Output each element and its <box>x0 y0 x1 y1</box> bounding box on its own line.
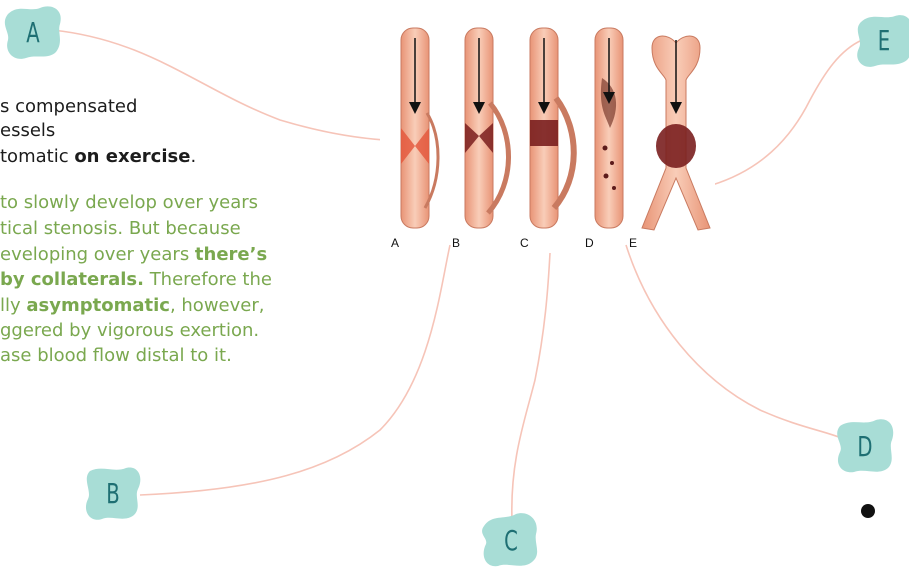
panel-label-b: B <box>452 236 460 250</box>
green-line-4: by collaterals. Therefore the <box>0 267 272 292</box>
panel-label-d: D <box>585 236 594 250</box>
marker-e-label: E <box>858 10 909 70</box>
marker-d[interactable]: D <box>832 416 898 476</box>
text-line-1: s compensated <box>0 94 137 119</box>
text-line-3: tomatic on exercise. <box>0 144 196 169</box>
vessel-stenosis-figure: A B C D E <box>380 18 715 256</box>
bullet-dot <box>861 504 875 518</box>
marker-c-label: C <box>485 510 536 570</box>
marker-a-label: A <box>7 2 58 62</box>
marker-a[interactable]: A <box>0 2 66 62</box>
panel-label-a: A <box>391 236 399 250</box>
marker-e[interactable]: E <box>851 10 909 70</box>
marker-b-label: B <box>87 463 138 523</box>
green-line-7: ase blood flow distal to it. <box>0 343 232 368</box>
green-line-5: lly asymptomatic, however, <box>0 293 264 318</box>
panel-label-c: C <box>520 236 529 250</box>
panel-d <box>595 28 623 228</box>
green-line-3: eveloping over years there’s <box>0 242 267 267</box>
marker-c[interactable]: C <box>478 510 544 570</box>
green-line-2: tical stenosis. But because <box>0 216 241 241</box>
marker-d-label: D <box>839 416 890 476</box>
green-line-6: ggered by vigorous exertion. <box>0 318 259 343</box>
panel-label-e: E <box>629 236 637 250</box>
marker-b[interactable]: B <box>80 463 146 523</box>
green-line-1: to slowly develop over years <box>0 190 258 215</box>
text-line-2: essels <box>0 118 55 143</box>
